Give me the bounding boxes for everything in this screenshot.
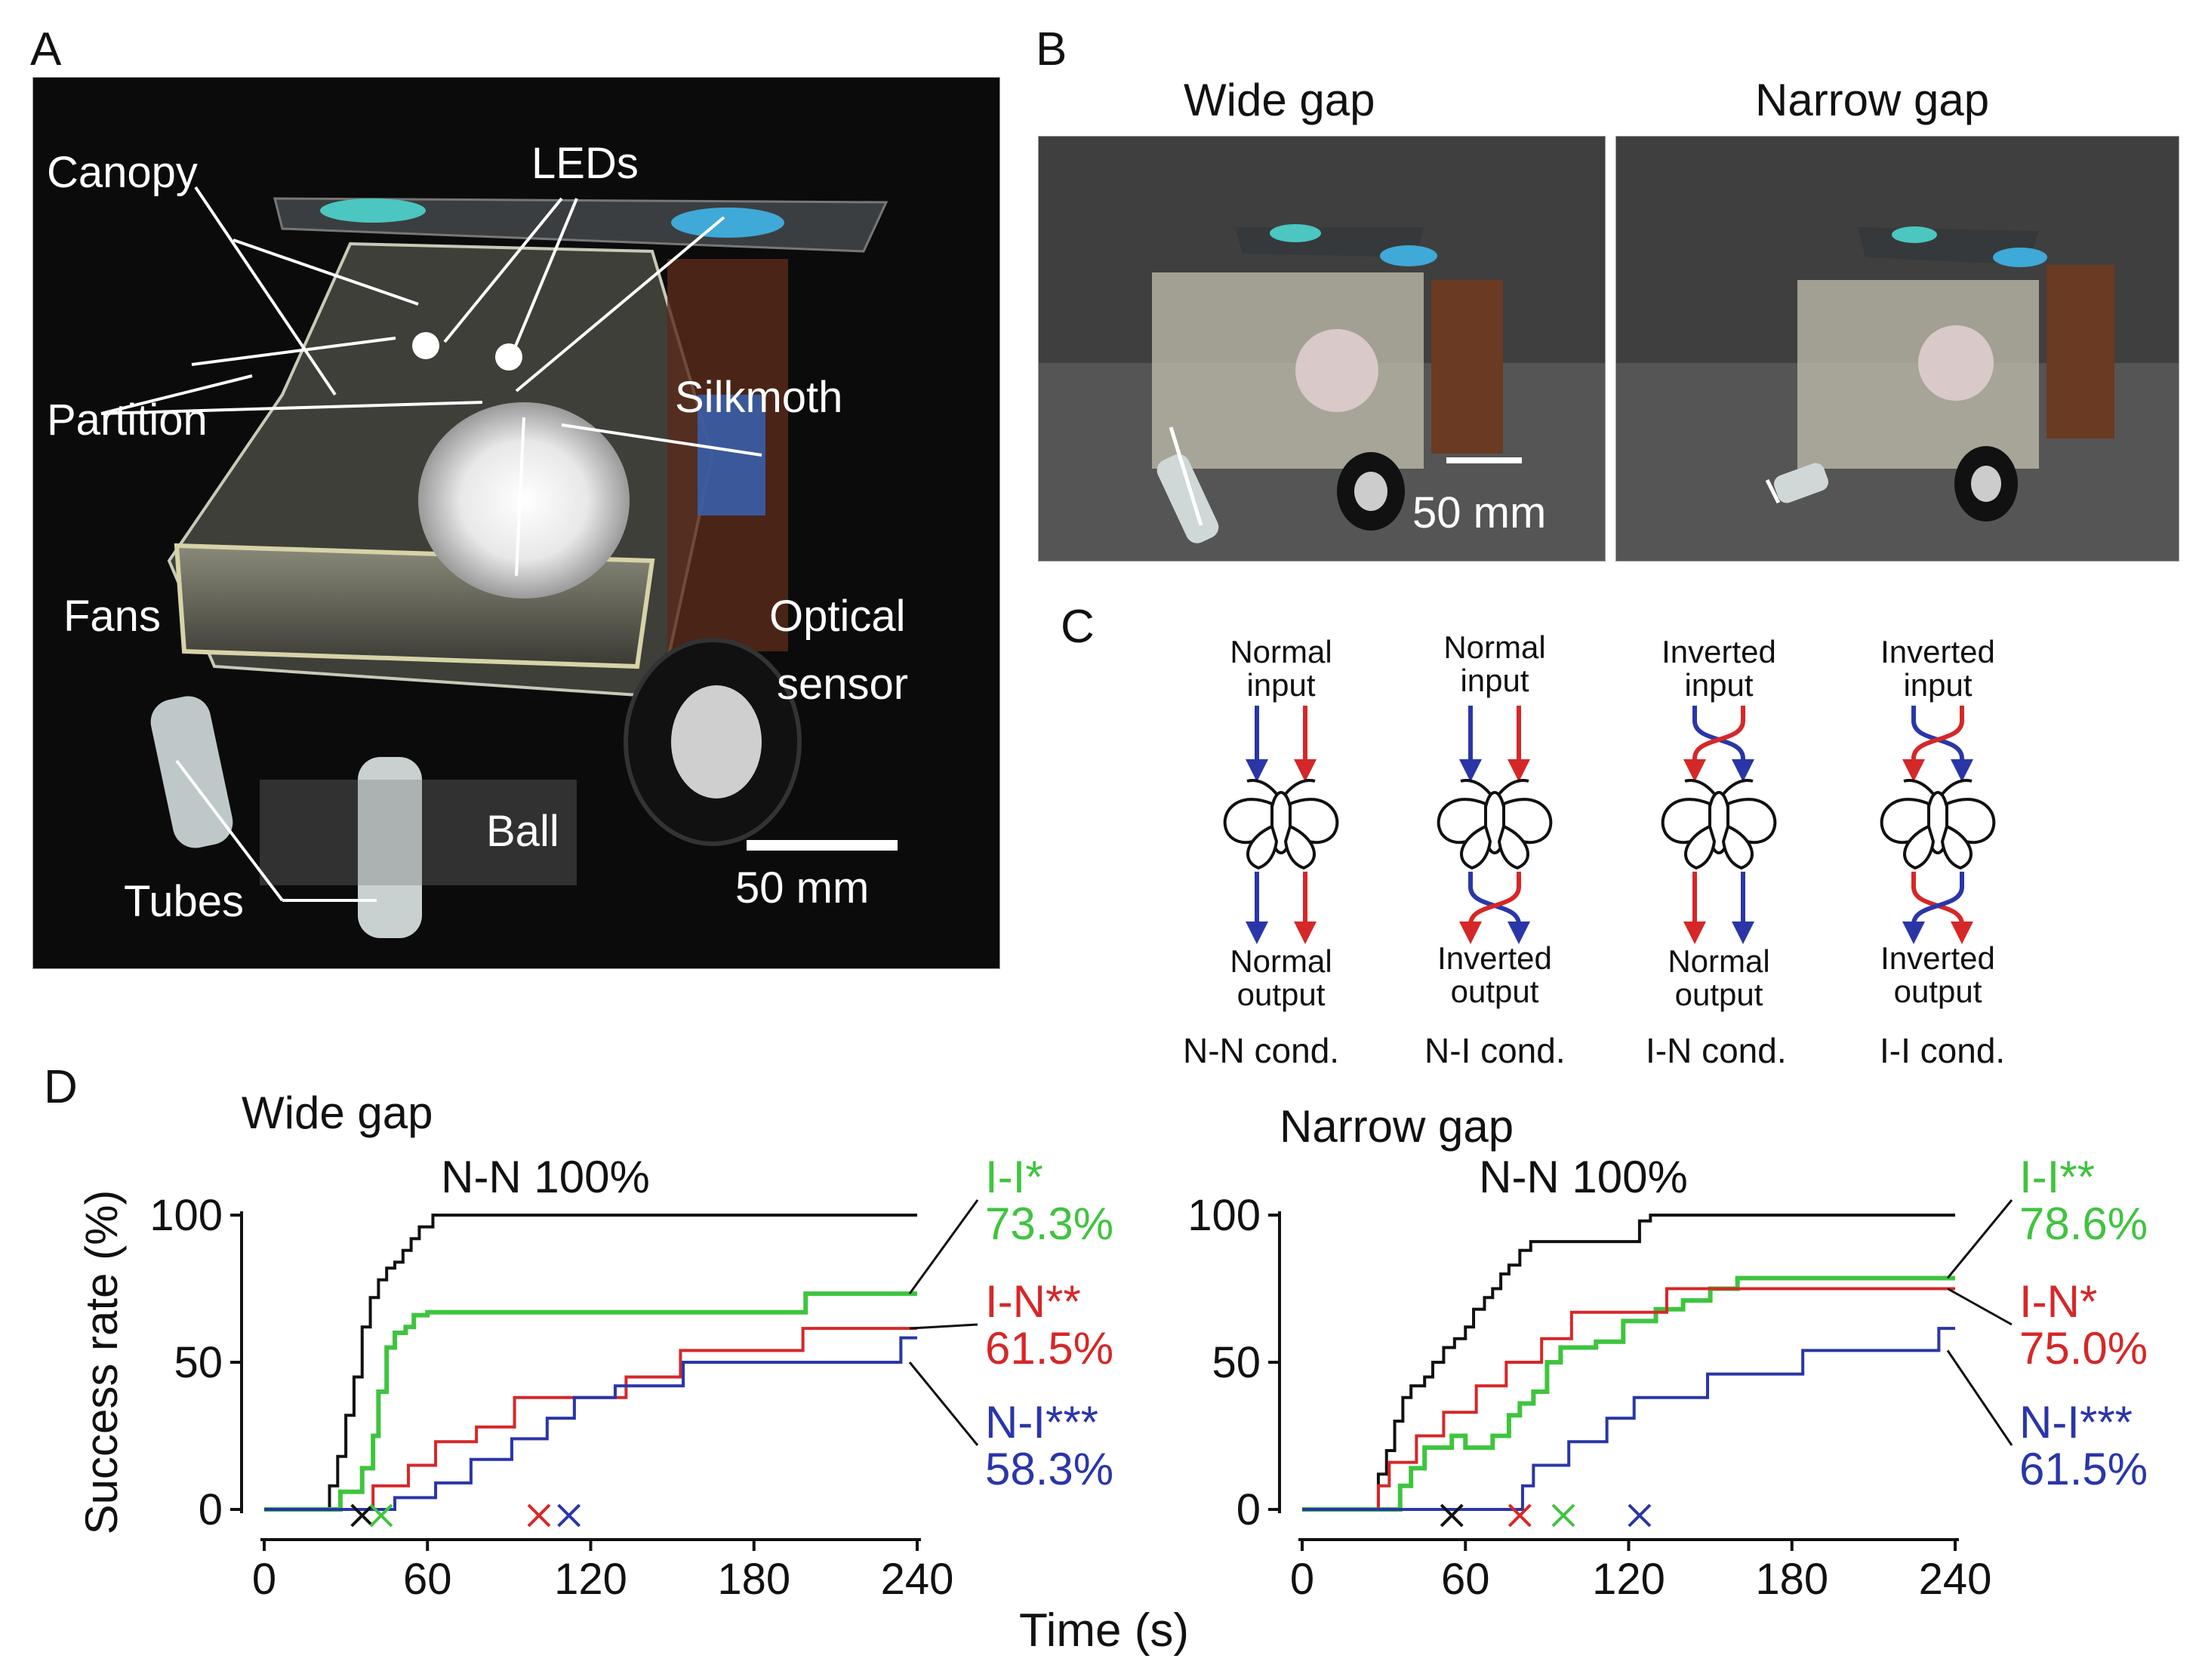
annotation-nn: N-N 100% — [441, 1152, 650, 1202]
chart-title-narrow: Narrow gap — [1280, 1101, 1514, 1152]
median-marker-ii — [369, 1503, 393, 1528]
label-silkmoth: Silkmoth — [675, 373, 843, 422]
y-tick-label: 100 — [149, 1191, 223, 1240]
median-marker-nn — [350, 1503, 374, 1528]
diagram-in — [1661, 706, 1777, 944]
annotation-name-ni: N-I*** — [985, 1397, 1098, 1448]
x-tick-label: 180 — [717, 1555, 790, 1604]
annotation-nn: N-N 100% — [1479, 1152, 1688, 1202]
median-marker-in — [527, 1503, 551, 1528]
y-axis-label: Success rate (%) — [76, 1190, 127, 1535]
chart-narrow-gap: 0 50 100 0 60 120 180 240 N-N 100% I-I**78.6% I-N*… — [1187, 1152, 2148, 1604]
robot-narrow-illustration — [1616, 137, 2179, 561]
label-sensor: sensor — [777, 660, 909, 709]
median-marker-nn — [1440, 1503, 1464, 1528]
annotation-value-ni: 58.3% — [985, 1444, 1113, 1494]
x-tick-label: 240 — [1919, 1555, 1992, 1604]
title-wide-gap: Wide gap — [1184, 75, 1375, 125]
photo-narrow-gap — [1615, 136, 2179, 562]
y-tick-label: 100 — [1187, 1191, 1261, 1240]
annotation-name-ii: I-I** — [2019, 1152, 2095, 1202]
median-marker-ni — [557, 1503, 581, 1528]
annotation-value-ni: 61.5% — [2019, 1444, 2148, 1494]
annotation-value-in: 75.0% — [2019, 1323, 2148, 1374]
x-tick-label: 240 — [881, 1555, 954, 1604]
leader-line-ni — [1946, 1349, 2013, 1446]
label-tubes: Tubes — [124, 877, 245, 926]
x-tick-label: 120 — [1592, 1555, 1665, 1604]
scale-bar-label-b: 50 mm — [1412, 488, 1547, 537]
photo-wide-gap: 50 mm — [1038, 136, 1606, 562]
x-tick-label: 180 — [1755, 1555, 1828, 1604]
x-tick-label: 120 — [554, 1555, 627, 1604]
leader-line-ii — [908, 1199, 979, 1295]
panel-letter-c: C — [1061, 601, 1095, 653]
series-line-ni — [264, 1336, 917, 1511]
robot-photo: Canopy LEDs Partition Silkmoth Fans Opti… — [32, 77, 1000, 969]
cond-nn: N-N cond. — [1183, 1031, 1340, 1070]
median-marker-ni — [1628, 1503, 1652, 1528]
cond-in: I-N cond. — [1646, 1031, 1787, 1070]
leader-line-ni — [908, 1362, 979, 1446]
cond-ii: I-I cond. — [1880, 1031, 2006, 1070]
series-line-ni — [1302, 1327, 1955, 1511]
label-optical: Optical — [769, 592, 906, 641]
annotation-name-in: I-N** — [985, 1276, 1081, 1327]
title-narrow-gap: Narrow gap — [1755, 75, 1990, 125]
leader-line-in — [1947, 1288, 2013, 1326]
diagram-ni — [1437, 706, 1553, 944]
label-canopy: Canopy — [47, 148, 198, 197]
panel-letter-d: D — [44, 1061, 78, 1113]
x-tick-label: 0 — [1290, 1555, 1314, 1604]
annotation-value-ii: 73.3% — [985, 1198, 1113, 1249]
x-tick-label: 60 — [1441, 1555, 1490, 1604]
label-ball: Ball — [486, 807, 559, 856]
scale-bar-label-a: 50 mm — [735, 863, 870, 912]
robot-wide-illustration — [1039, 137, 1605, 561]
median-marker-in — [1508, 1503, 1532, 1528]
series-line-ii — [1302, 1275, 1955, 1512]
y-tick-label: 50 — [174, 1338, 223, 1387]
median-marker-ii — [1551, 1503, 1575, 1528]
arrow-diagrams — [1223, 706, 1996, 944]
x-tick-label: 60 — [403, 1555, 452, 1604]
diagram-ii — [1880, 706, 1996, 944]
x-axis-label: Time (s) — [1019, 1605, 1189, 1657]
robot-illustration — [100, 186, 898, 938]
panel-letter-b: B — [1036, 23, 1067, 75]
series-line-ii — [264, 1291, 917, 1512]
series-line-in — [264, 1327, 917, 1511]
annotation-value-ii: 78.6% — [2019, 1198, 2148, 1249]
annotation-name-in: I-N* — [2019, 1276, 2097, 1327]
annotation-name-ni: N-I*** — [2019, 1397, 2133, 1448]
leader-line-in — [909, 1323, 978, 1330]
y-tick-label: 0 — [199, 1485, 223, 1534]
x-tick-label: 0 — [252, 1555, 276, 1604]
leader-line-ii — [1946, 1199, 2013, 1279]
y-tick-label: 50 — [1212, 1338, 1261, 1387]
y-tick-label: 0 — [1237, 1485, 1261, 1534]
chart-wide-gap: 0 50 100 0 60 120 180 240 Success rate (%) N-N 10… — [76, 1152, 1113, 1604]
annotation-value-in: 61.5% — [985, 1323, 1113, 1374]
label-partition: Partition — [47, 395, 208, 445]
diagram-nn — [1223, 706, 1339, 944]
series-line-nn — [264, 1214, 917, 1511]
chart-title-wide: Wide gap — [242, 1088, 433, 1138]
label-leds: LEDs — [531, 139, 639, 188]
series-line-in — [1302, 1287, 1955, 1511]
series-line-nn — [1302, 1214, 1955, 1511]
label-fans: Fans — [63, 592, 161, 641]
cond-ni: N-I cond. — [1424, 1031, 1566, 1070]
panel-letter-a: A — [30, 23, 62, 75]
annotation-name-ii: I-I* — [985, 1152, 1043, 1202]
